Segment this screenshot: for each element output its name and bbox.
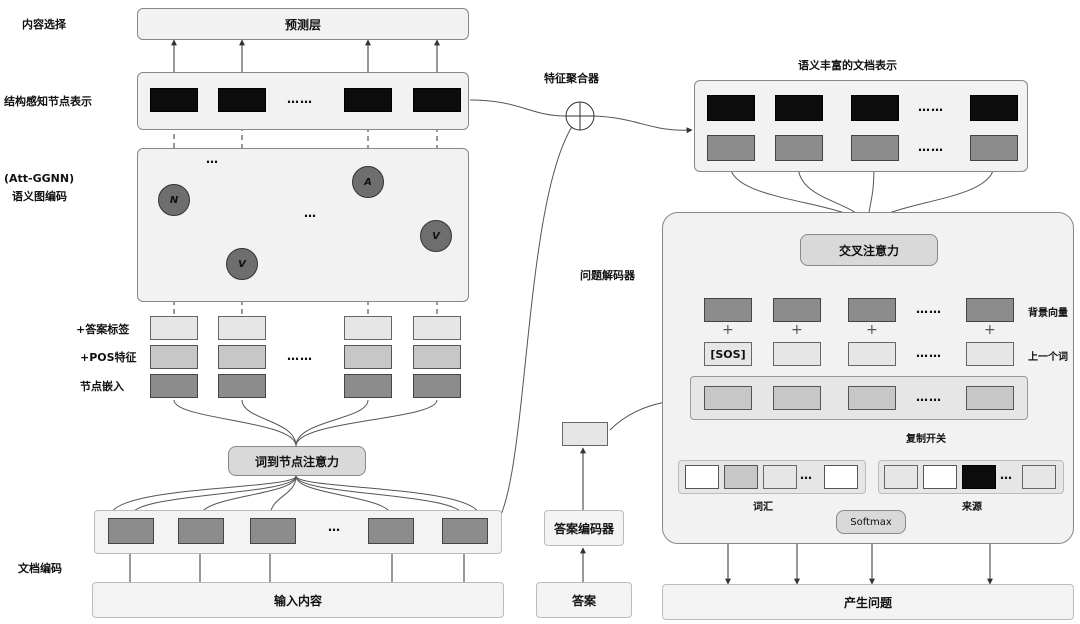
prev-word-label: 上一个词: [1028, 352, 1068, 363]
sos-token-box: [SOS]: [704, 342, 752, 366]
prev-word-cell-4: [966, 342, 1014, 366]
vocab-ellipsis: …: [800, 468, 813, 482]
source-cell-2: [923, 465, 957, 489]
node-embed-cell-1: [150, 374, 198, 398]
node-embed-cell-2: [218, 374, 266, 398]
input-content-box: 输入内容: [92, 582, 504, 618]
vocab-cell-1: [685, 465, 719, 489]
doc-encoder-cell-5: [442, 518, 488, 544]
decoder-hidden-ellipsis: ……: [916, 390, 942, 404]
doc-encode-label: 文档编码: [18, 562, 62, 575]
source-cell-1: [884, 465, 918, 489]
graph-node-n: N: [158, 184, 190, 216]
doc-encoder-cell-4: [368, 518, 414, 544]
decoder-hidden-cell-2: [773, 386, 821, 410]
rich-doc-repr-label: 语义丰富的文档表示: [798, 59, 897, 72]
content-select-label: 内容选择: [22, 18, 66, 31]
rich-doc-black-3: [851, 95, 899, 121]
source-cell-4: [1022, 465, 1056, 489]
plus-sign-2: +: [791, 322, 803, 338]
prev-word-cell-2: [773, 342, 821, 366]
rich-doc-black-1: [707, 95, 755, 121]
answer-tag-label: +答案标签: [76, 323, 130, 336]
struct-node-block-4: [413, 88, 461, 112]
source-label: 来源: [962, 502, 982, 513]
rich-doc-black-4: [970, 95, 1018, 121]
plus-sign-3: +: [866, 322, 878, 338]
rich-doc-gray-2: [775, 135, 823, 161]
context-ellipsis: ……: [916, 302, 942, 316]
answer-vector-cell: [562, 422, 608, 446]
semantic-graph-label: 语义图编码: [12, 190, 67, 203]
rich-doc-gray-1: [707, 135, 755, 161]
answer-box: 答案: [536, 582, 632, 618]
doc-encoder-cell-3: [250, 518, 296, 544]
question-decoder-label: 问题解码器: [580, 269, 635, 282]
struct-node-ellipsis: ……: [287, 92, 313, 106]
rich-doc-ellipsis-1: ……: [918, 100, 944, 114]
plus-sign-4: +: [984, 322, 996, 338]
att-ggnn-label: (Att-GGNN): [4, 172, 75, 185]
doc-encoder-cell-1: [108, 518, 154, 544]
graph-node-v2: V: [420, 220, 452, 252]
copy-switch-label: 复制开关: [906, 434, 946, 445]
plus-sign-1: +: [722, 322, 734, 338]
pos-feature-label: +POS特征: [80, 351, 137, 364]
graph-ellipsis-top: …: [206, 152, 219, 166]
doc-encoder-ellipsis: …: [328, 520, 341, 534]
vocab-label: 词汇: [753, 502, 773, 513]
pos-feature-cell-1: [150, 345, 198, 369]
decoder-hidden-cell-3: [848, 386, 896, 410]
struct-node-block-3: [344, 88, 392, 112]
vocab-cell-3: [763, 465, 797, 489]
graph-ellipsis-mid: …: [304, 206, 317, 220]
answer-tag-cell-2: [218, 316, 266, 340]
pos-feature-cell-2: [218, 345, 266, 369]
struct-node-block-2: [218, 88, 266, 112]
context-vector-1: [704, 298, 752, 322]
answer-tag-cell-3: [344, 316, 392, 340]
doc-encoder-panel: [94, 510, 502, 554]
softmax-box: Softmax: [836, 510, 906, 534]
prev-word-ellipsis: ……: [916, 346, 942, 360]
word-to-node-attention-box: 词到节点注意力: [228, 446, 366, 476]
node-embed-cell-4: [413, 374, 461, 398]
decoder-hidden-cell-1: [704, 386, 752, 410]
source-ellipsis: …: [1000, 468, 1013, 482]
doc-encoder-cell-2: [178, 518, 224, 544]
pos-feature-cell-4: [413, 345, 461, 369]
answer-encoder-box: 答案编码器: [544, 510, 624, 546]
context-vector-label: 背景向量: [1028, 308, 1068, 319]
prev-word-cell-3: [848, 342, 896, 366]
struct-aware-label: 结构感知节点表示: [4, 95, 92, 108]
answer-tag-cell-4: [413, 316, 461, 340]
vocab-cell-2: [724, 465, 758, 489]
context-vector-4: [966, 298, 1014, 322]
feature-ellipsis: ……: [287, 349, 313, 363]
node-embed-label: 节点嵌入: [80, 380, 124, 393]
context-vector-3: [848, 298, 896, 322]
prediction-layer-box: 预测层: [137, 8, 469, 40]
context-vector-2: [773, 298, 821, 322]
generate-question-box: 产生问题: [662, 584, 1074, 620]
graph-node-v1: V: [226, 248, 258, 280]
vocab-cell-4: [824, 465, 858, 489]
feature-aggregator-label: 特征聚合器: [544, 72, 599, 85]
source-cell-3: [962, 465, 996, 489]
rich-doc-gray-4: [970, 135, 1018, 161]
node-embed-cell-3: [344, 374, 392, 398]
answer-tag-cell-1: [150, 316, 198, 340]
rich-doc-gray-3: [851, 135, 899, 161]
graph-node-a: A: [352, 166, 384, 198]
rich-doc-black-2: [775, 95, 823, 121]
pos-feature-cell-3: [344, 345, 392, 369]
cross-attention-box: 交叉注意力: [800, 234, 938, 266]
rich-doc-ellipsis-2: ……: [918, 140, 944, 154]
semantic-graph-panel: [137, 148, 469, 302]
struct-node-block-1: [150, 88, 198, 112]
decoder-hidden-cell-4: [966, 386, 1014, 410]
